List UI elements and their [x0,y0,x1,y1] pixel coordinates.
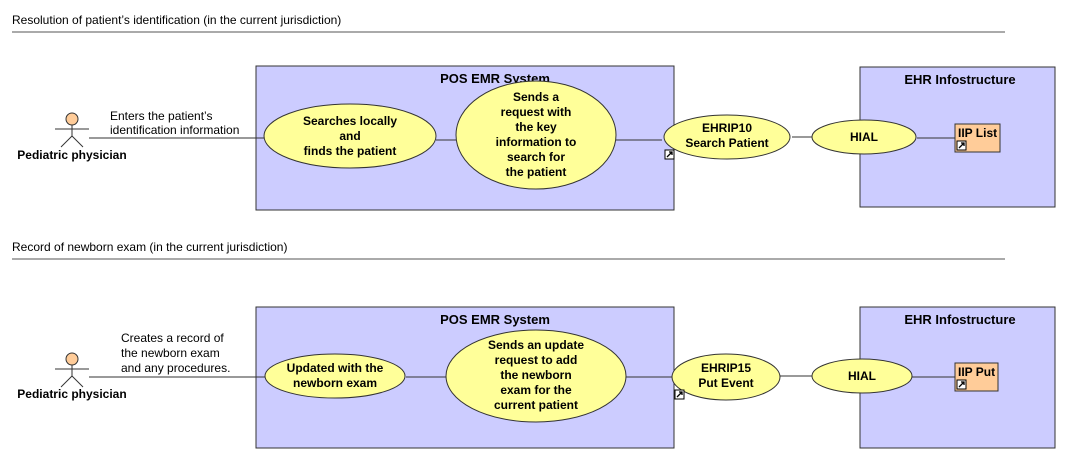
svg-text:Searches locally: Searches locally [303,114,397,128]
svg-text:EHRIP10: EHRIP10 [702,121,752,135]
svg-text:IIP List: IIP List [958,126,997,140]
svg-text:Sends a: Sends a [513,90,559,104]
svg-text:request with: request with [501,105,572,119]
iip-list-box[interactable]: IIP List [954,123,1001,153]
use-case-hial[interactable]: HIAL [811,119,917,155]
use-case-send-search-request[interactable]: Sends a request with the key information… [455,80,617,190]
svg-text:exam for the: exam for the [500,383,572,397]
svg-text:finds the patient: finds the patient [304,144,397,158]
section-title: Record of newborn exam (in the current j… [12,240,287,254]
actor-head-icon [65,352,79,366]
svg-text:the patient: the patient [506,165,567,179]
note-line: Creates a record of [121,331,224,345]
svg-text:information to: information to [496,135,577,149]
system-title: POS EMR System [440,312,550,327]
svg-text:newborn exam: newborn exam [293,376,377,390]
actor-pediatric-physician[interactable]: Pediatric physician [17,352,127,401]
svg-text:Updated with the: Updated with the [287,361,384,375]
actor-label: Pediatric physician [17,148,126,162]
section-newborn-exam: Record of newborn exam (in the current j… [12,240,1056,449]
system-title: EHR Infostructure [904,312,1015,327]
actor-pediatric-physician[interactable]: Pediatric physician [17,112,127,162]
iip-put-box[interactable]: IIP Put [954,362,999,392]
svg-text:search for: search for [507,150,565,164]
section-patient-identification: Resolution of patient’s identification (… [12,13,1056,211]
svg-text:EHRIP15: EHRIP15 [701,361,751,375]
system-title: EHR Infostructure [904,72,1015,87]
link-arrow-icon[interactable] [664,149,675,160]
svg-text:request to add: request to add [495,353,578,367]
svg-text:Sends an update: Sends an update [488,338,584,352]
svg-text:HIAL: HIAL [850,130,878,144]
actor-head-icon [65,112,79,126]
use-case-ehrip15-put-event[interactable]: EHRIP15 Put Event [671,353,781,401]
svg-text:and: and [339,129,360,143]
note-line: identification information [110,123,239,137]
svg-text:current patient: current patient [494,398,578,412]
use-case-search-locally[interactable]: Searches locally and finds the patient [263,103,437,169]
link-arrow-icon[interactable] [674,389,685,400]
use-case-send-update-request[interactable]: Sends an update request to add the newbo… [445,329,627,423]
use-case-hial[interactable]: HIAL [811,358,913,394]
use-case-ehrip10-search-patient[interactable]: EHRIP10 Search Patient [663,114,791,160]
use-case-updated-with-newborn-exam[interactable]: Updated with the newborn exam [264,353,406,399]
svg-text:Put Event: Put Event [698,376,753,390]
note-line: and any procedures. [121,361,230,375]
svg-text:the key: the key [515,120,557,134]
svg-text:the newborn: the newborn [500,368,571,382]
actor-label: Pediatric physician [17,387,126,401]
note-line: the newborn exam [121,346,220,360]
svg-text:IIP Put: IIP Put [958,365,995,379]
note-line: Enters the patient’s [110,109,213,123]
svg-text:HIAL: HIAL [848,369,876,383]
svg-text:Search Patient: Search Patient [685,136,768,150]
section-title: Resolution of patient’s identification (… [12,13,341,27]
